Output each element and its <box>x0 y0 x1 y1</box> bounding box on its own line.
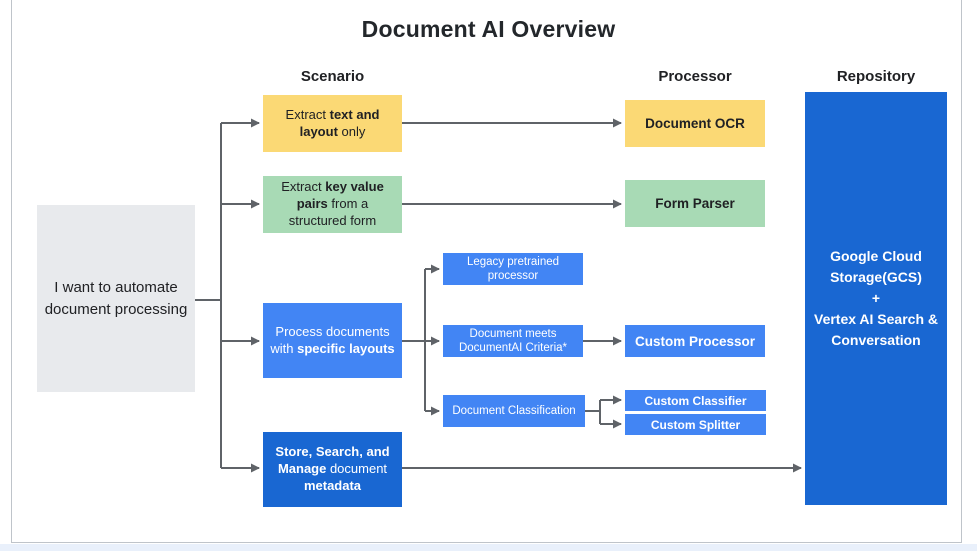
processor-box-custom-processor: Custom Processor <box>625 325 765 357</box>
sub-box-document-classification: Document Classification <box>443 395 585 427</box>
repository-line1: Google Cloud Storage(GCS) <box>830 248 922 285</box>
scenario-extract-text-label: Extract text and layout only <box>285 106 380 139</box>
meets-criteria-label: Document meets DocumentAI Criteria* <box>458 327 567 354</box>
processor-box-document-ocr: Document OCR <box>625 100 765 147</box>
start-box: I want to automate document processing <box>37 205 195 392</box>
page-bottom-strip <box>0 544 977 551</box>
sub-box-legacy-processor: Legacy pretrained processor <box>443 253 583 285</box>
start-box-text: I want to automate document processing <box>44 278 188 318</box>
form-parser-label: Form Parser <box>655 196 735 211</box>
sub-box-meets-criteria: Document meets DocumentAI Criteria* <box>443 325 583 357</box>
processor-box-custom-splitter: Custom Splitter <box>625 414 766 435</box>
document-classification-label: Document Classification <box>452 404 576 417</box>
column-header-scenario: Scenario <box>300 68 365 85</box>
legacy-processor-label: Legacy pretrained processor <box>466 255 560 282</box>
repository-line2: + <box>871 290 881 306</box>
scenario-box-specific-layouts: Process documents with specific layouts <box>263 303 402 378</box>
processor-box-form-parser: Form Parser <box>625 180 765 227</box>
scenario-store-search-label: Store, Search, and Manage document metad… <box>275 444 390 493</box>
repository-box: Google Cloud Storage(GCS) + Vertex AI Se… <box>805 92 947 505</box>
scenario-specific-layouts-label: Process documents with specific layouts <box>270 323 395 356</box>
custom-splitter-label: Custom Splitter <box>650 417 741 432</box>
repository-line3: Vertex AI Search & Conversation <box>814 311 938 348</box>
custom-classifier-label: Custom Classifier <box>644 393 747 408</box>
column-header-repository: Repository <box>836 68 916 85</box>
repository-label: Google Cloud Storage(GCS) + Vertex AI Se… <box>811 246 941 351</box>
document-ocr-label: Document OCR <box>645 116 745 131</box>
scenario-box-extract-text: Extract text and layout only <box>263 95 402 152</box>
custom-processor-label: Custom Processor <box>634 333 756 349</box>
scenario-box-extract-kv: Extract key value pairs from a structure… <box>263 176 402 233</box>
column-header-processor: Processor <box>658 68 732 85</box>
scenario-box-store-search: Store, Search, and Manage document metad… <box>263 432 402 507</box>
processor-box-custom-classifier: Custom Classifier <box>625 390 766 411</box>
page-title: Document AI Overview <box>361 16 616 42</box>
scenario-extract-kv-label: Extract key value pairs from a structure… <box>281 179 384 228</box>
